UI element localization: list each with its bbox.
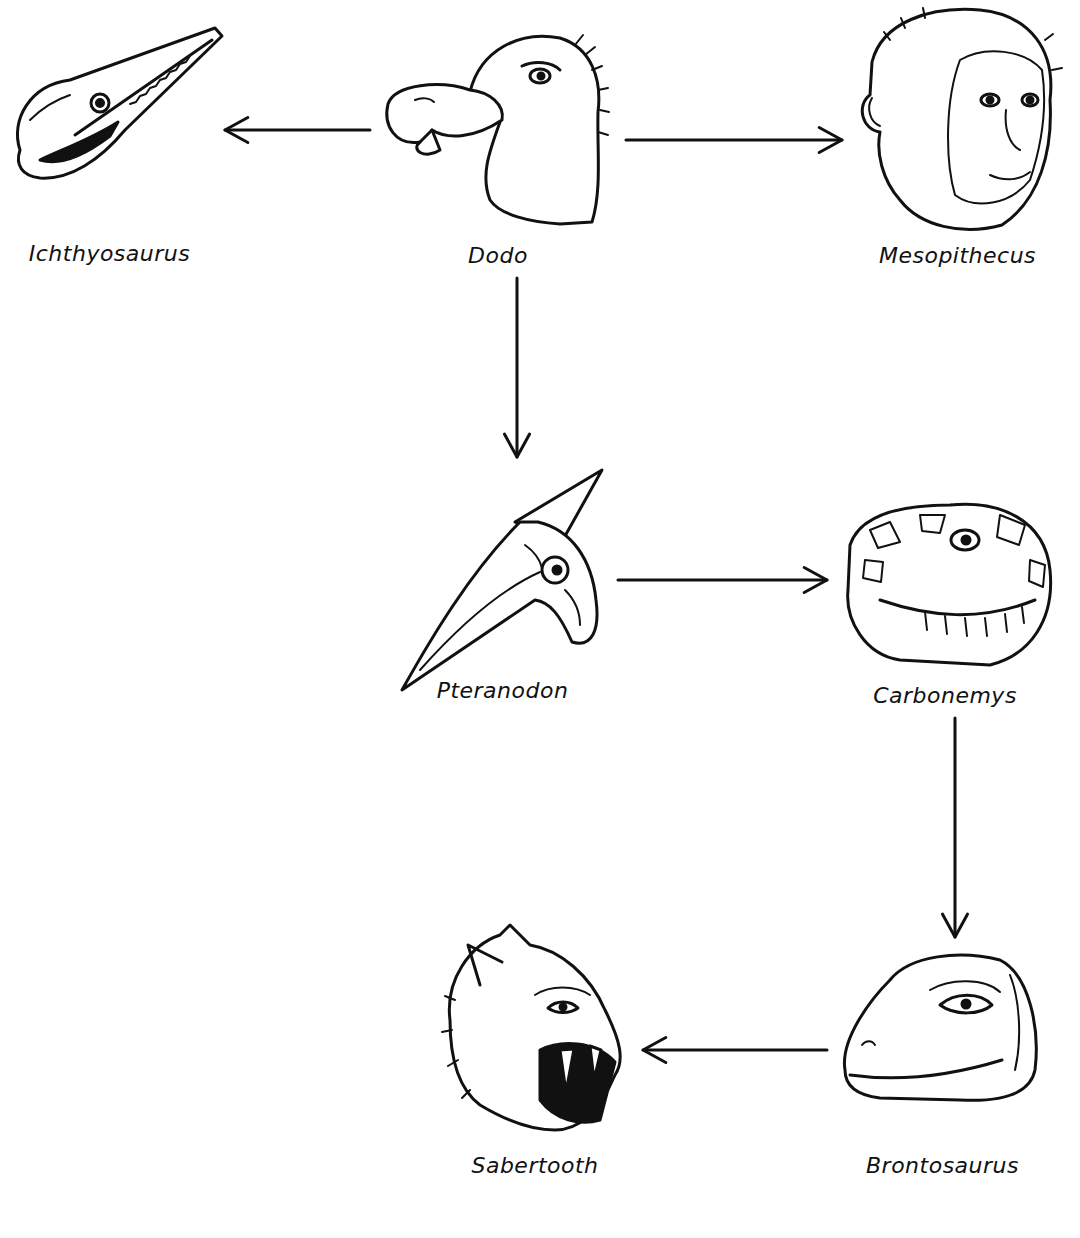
animal-node: Mesopithecus xyxy=(850,2,1065,270)
mesopithecus-head xyxy=(862,8,1062,229)
animal-node: Sabertooth xyxy=(435,922,635,1180)
arrow-connector xyxy=(943,718,968,937)
animal-node: Pteranodon xyxy=(395,465,610,705)
carbonemys-head xyxy=(848,504,1051,665)
animal-name: Sabertooth xyxy=(471,1152,598,1180)
arrow-connector xyxy=(618,568,827,593)
pteranodon-head xyxy=(402,470,602,690)
arrow-connector xyxy=(225,118,370,143)
animal-name: Carbonemys xyxy=(873,682,1017,710)
ichthyosaurus-head xyxy=(17,28,222,178)
animal-name: Ichthyosaurus xyxy=(29,240,190,268)
arrow-connector xyxy=(626,128,842,153)
sabertooth-head xyxy=(442,925,620,1130)
animal-node: Brontosaurus xyxy=(835,945,1050,1180)
animal-name: Brontosaurus xyxy=(866,1152,1019,1180)
brontosaurus-head xyxy=(844,955,1036,1100)
animal-name: Pteranodon xyxy=(437,677,569,705)
animal-node: Carbonemys xyxy=(835,500,1055,710)
animal-node: Ichthyosaurus xyxy=(2,20,217,268)
animal-name: Dodo xyxy=(468,242,528,270)
dodo-head xyxy=(387,35,609,224)
animal-node: Dodo xyxy=(378,28,618,270)
arrow-connector xyxy=(505,278,530,457)
arrow-connector xyxy=(643,1038,827,1063)
animal-name: Mesopithecus xyxy=(879,242,1036,270)
